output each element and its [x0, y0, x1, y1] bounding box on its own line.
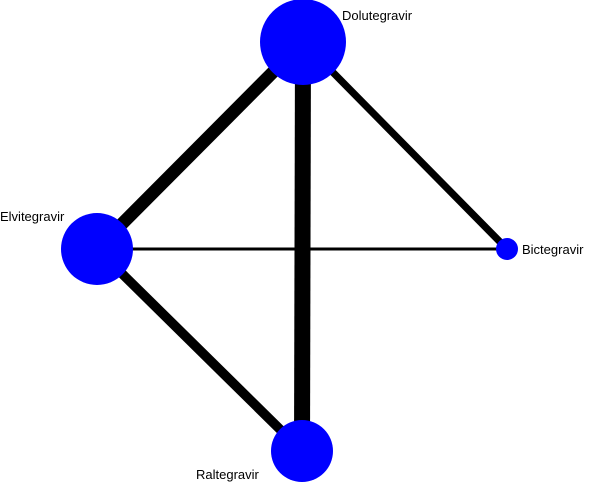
label-raltegravir: Raltegravir	[196, 467, 260, 482]
edge-elvitegravir-raltegravir	[93, 245, 306, 455]
node-bictegravir	[496, 238, 518, 260]
edge-dolutegravir-bictegravir	[300, 39, 510, 252]
label-bictegravir: Bictegravir	[522, 242, 584, 257]
nodes-group	[61, 0, 518, 482]
node-raltegravir	[271, 420, 333, 482]
label-elvitegravir: Elvitegravir	[0, 209, 65, 224]
label-dolutegravir: Dolutegravir	[342, 8, 413, 23]
node-elvitegravir	[61, 213, 133, 285]
edge-dolutegravir-raltegravir	[294, 41, 311, 452]
node-dolutegravir	[260, 0, 346, 85]
edge-dolutegravir-elvitegravir	[92, 37, 308, 254]
edges-group	[92, 37, 510, 455]
